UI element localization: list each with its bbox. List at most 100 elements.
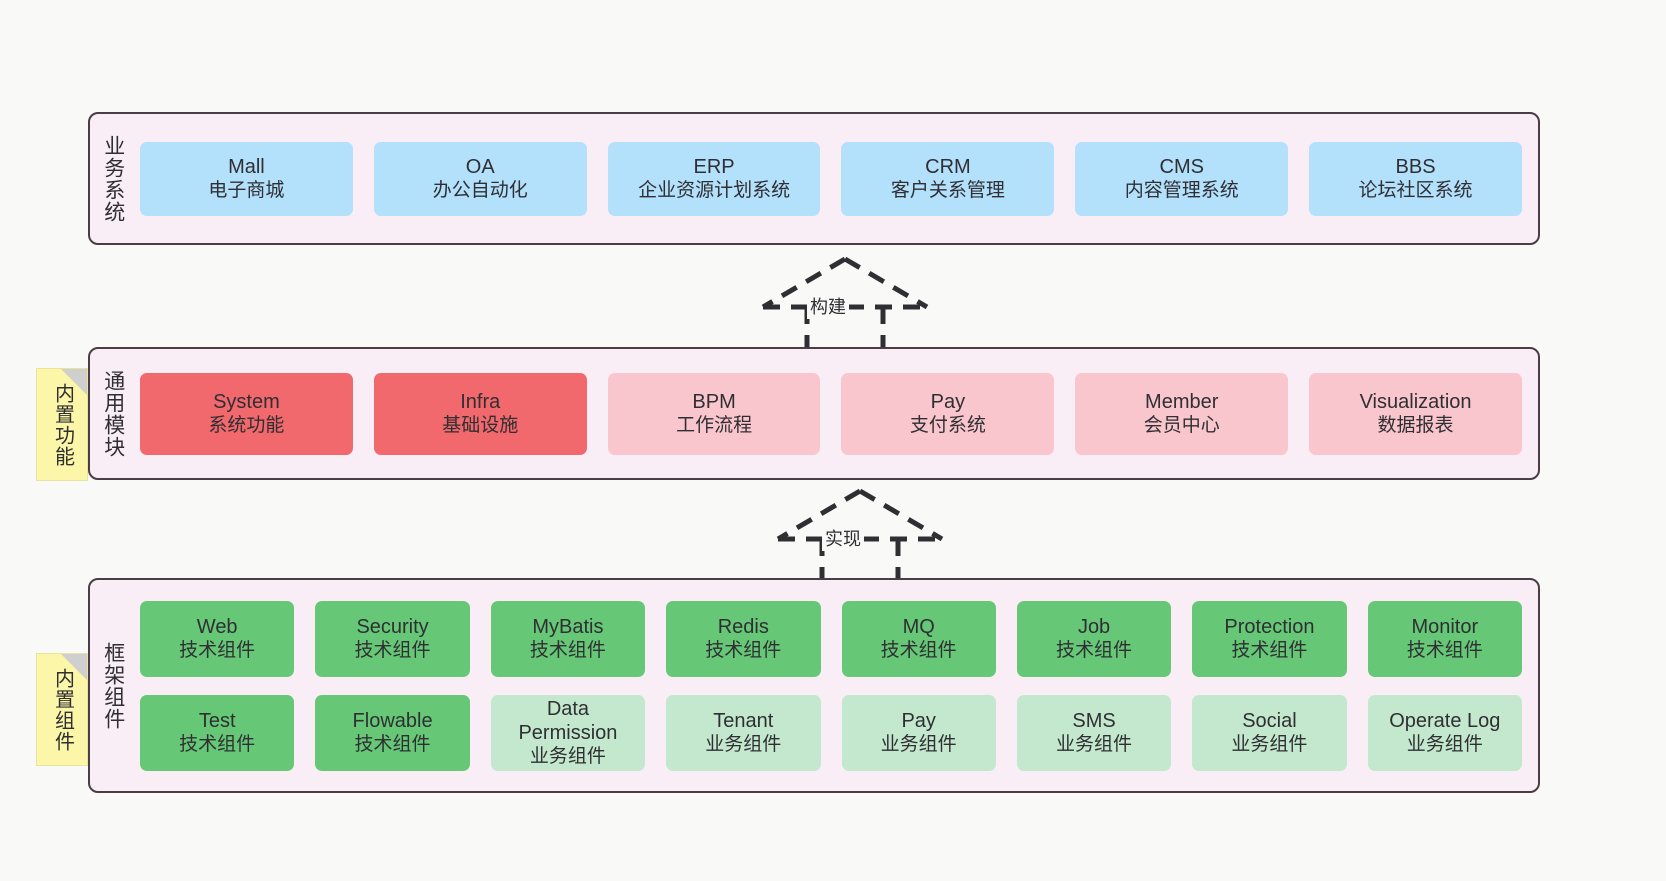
card-mybatis[interactable]: MyBatis 技术组件 [490,600,646,677]
card-subtitle: 内容管理系统 [1124,180,1239,202]
layer-framework-components: 框架组件 Web 技术组件 Security 技术组件 MyBatis 技术组件… [88,578,1540,793]
folded-corner-icon [61,654,87,680]
card-bbs[interactable]: BBS 论坛社区系统 [1309,141,1522,216]
card-subtitle: 论坛社区系统 [1358,180,1473,202]
card-subtitle: 技术组件 [179,734,256,756]
card-subtitle: 业务组件 [880,734,957,756]
card-subtitle: 会员中心 [1143,415,1220,437]
card-title: Infra [460,390,501,413]
card-redis[interactable]: Redis 技术组件 [666,600,821,677]
card-title: Test [198,709,236,732]
card-title: Redis [717,615,769,638]
card-title: Web [196,615,238,638]
layer-business-systems: 业务系统 Mall 电子商城 OA 办公自动化 ERP 企业资源计划系统 CRM… [88,112,1540,245]
card-title: Security [356,615,429,638]
card-subtitle: 技术组件 [880,640,957,662]
card-subtitle: 业务组件 [1056,734,1133,756]
card-subtitle: 办公自动化 [432,180,528,202]
card-job[interactable]: Job 技术组件 [1016,600,1172,677]
card-subtitle: 技术组件 [354,640,431,662]
card-title: Pay [901,709,936,732]
layer-label-common-modules: 通用模块 [101,369,125,458]
card-mq[interactable]: MQ 技术组件 [841,600,996,677]
card-social[interactable]: Social 业务组件 [1192,694,1347,771]
card-visualization[interactable]: Visualization 数据报表 [1309,372,1522,455]
card-subtitle: 基础设施 [442,415,519,437]
connector-build: 构建 [745,255,945,360]
card-oa[interactable]: OA 办公自动化 [373,141,587,216]
card-title: System [213,390,280,413]
card-title: Monitor [1411,615,1479,638]
card-security[interactable]: Security 技术组件 [315,600,470,677]
arrowhead-left-edge [761,256,847,310]
card-title: ERP [693,155,735,178]
card-member[interactable]: Member 会员中心 [1075,372,1289,455]
card-title: Mall [228,155,265,178]
card-system[interactable]: System 系统功能 [140,372,353,455]
card-title: CRM [925,155,971,178]
card-subtitle: 技术组件 [705,640,782,662]
card-web[interactable]: Web 技术组件 [140,600,295,677]
card-data-permission[interactable]: Data Permission 业务组件 [490,694,646,771]
card-subtitle: 技术组件 [179,640,256,662]
layer-body-business-systems: Mall 电子商城 OA 办公自动化 ERP 企业资源计划系统 CRM 客户关系… [136,114,1538,243]
card-subtitle: 技术组件 [354,734,431,756]
card-pay-component[interactable]: Pay 业务组件 [841,694,996,771]
card-title: BBS [1395,155,1436,178]
card-title: BPM [692,390,736,413]
card-subtitle: 技术组件 [1406,640,1483,662]
card-monitor[interactable]: Monitor 技术组件 [1367,600,1522,677]
card-title: Flowable [352,709,433,732]
card-title: SMS [1072,709,1116,732]
card-test[interactable]: Test 技术组件 [140,694,295,771]
card-erp[interactable]: ERP 企业资源计划系统 [607,141,821,216]
card-subtitle: 技术组件 [529,640,606,662]
card-sms[interactable]: SMS 业务组件 [1016,694,1172,771]
card-infra[interactable]: Infra 基础设施 [373,372,587,455]
card-title: CMS [1159,155,1204,178]
card-subtitle: 工作流程 [676,415,753,437]
arrowhead-left-edge [776,488,862,542]
card-bpm[interactable]: BPM 工作流程 [607,372,821,455]
card-cms[interactable]: CMS 内容管理系统 [1075,141,1289,216]
card-subtitle: 电子商城 [208,180,285,202]
card-title: MQ [902,615,935,638]
card-title: Pay [930,390,966,413]
card-subtitle: 支付系统 [909,415,986,437]
card-mall[interactable]: Mall 电子商城 [140,141,353,216]
layer-common-modules: 通用模块 System 系统功能 Infra 基础设施 BPM 工作流程 Pay… [88,347,1540,480]
card-subtitle: 系统功能 [208,415,285,437]
arrowhead-right-edge [858,488,944,542]
folded-corner-icon [61,369,87,395]
connector-implement: 实现 [760,487,960,592]
card-title: Protection [1224,615,1315,638]
card-title: Visualization [1359,390,1472,413]
card-title: Member [1145,390,1219,413]
card-subtitle: 业务组件 [1406,734,1483,756]
card-protection[interactable]: Protection 技术组件 [1192,600,1347,677]
layer-body-framework-components: Web 技术组件 Security 技术组件 MyBatis 技术组件 Redi… [136,580,1538,791]
card-subtitle: 客户关系管理 [890,180,1005,202]
note-builtin-components[interactable]: 内置组件 [36,653,88,766]
card-title: Social [1242,709,1297,732]
note-builtin-functions[interactable]: 内置功能 [36,368,88,481]
arrowhead-right-edge [843,256,929,310]
note-label: 内置组件 [51,667,74,752]
card-flowable[interactable]: Flowable 技术组件 [315,694,470,771]
note-label: 内置功能 [51,382,74,467]
card-pay-module[interactable]: Pay 支付系统 [841,372,1055,455]
card-row: Mall 电子商城 OA 办公自动化 ERP 企业资源计划系统 CRM 客户关系… [140,141,1522,216]
card-operate-log[interactable]: Operate Log 业务组件 [1367,694,1522,771]
layer-body-common-modules: System 系统功能 Infra 基础设施 BPM 工作流程 Pay 支付系统… [136,349,1538,478]
card-subtitle: 业务组件 [529,746,606,768]
layer-label-business-systems: 业务系统 [101,134,125,223]
card-title: MyBatis [532,615,604,638]
card-crm[interactable]: CRM 客户关系管理 [841,141,1055,216]
card-row: System 系统功能 Infra 基础设施 BPM 工作流程 Pay 支付系统… [140,372,1522,455]
card-subtitle: 数据报表 [1377,415,1454,437]
card-title: OA [465,155,495,178]
card-title: Tenant [713,709,774,732]
card-row: Test 技术组件 Flowable 技术组件 Data Permission … [140,694,1522,771]
card-tenant[interactable]: Tenant 业务组件 [666,694,821,771]
